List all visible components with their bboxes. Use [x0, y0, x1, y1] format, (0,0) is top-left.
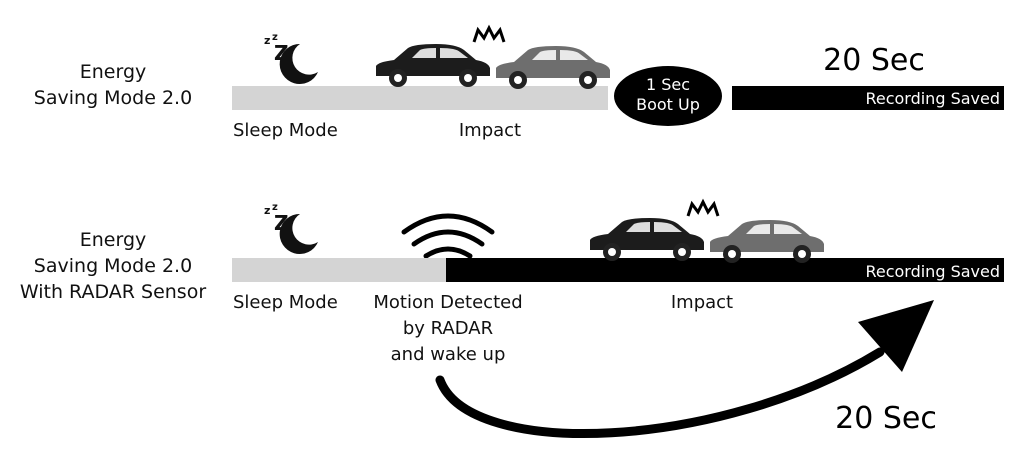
mode2-sleep-bar	[232, 258, 446, 282]
mode2-title-line1: Energy	[80, 229, 147, 251]
svg-text:z: z	[272, 202, 278, 213]
mode1-recording-bar	[732, 86, 1004, 110]
mode1-title-line2: Saving Mode 2.0	[34, 87, 192, 109]
mode2-car-front	[590, 218, 704, 261]
mode1-sleep-bar	[232, 86, 608, 110]
svg-text:z: z	[264, 34, 270, 47]
mode2-motion-line2: by RADAR	[403, 318, 493, 339]
svg-text:z: z	[272, 32, 278, 43]
mode1-boot-line2: Boot Up	[636, 95, 700, 114]
mode1-duration: 20 Sec	[823, 43, 925, 78]
mode2-sleep-icon: z z Z	[264, 202, 318, 254]
mode1-impact-label: Impact	[459, 120, 521, 141]
mode2-crash-icon	[686, 200, 720, 218]
mode2-duration: 20 Sec	[835, 401, 937, 436]
mode1-sleep-icon: z z Z	[264, 32, 318, 84]
mode1-recording-label: Recording Saved	[865, 89, 1000, 108]
mode2-motion-line3: and wake up	[391, 344, 506, 365]
mode2-recording-label: Recording Saved	[865, 262, 1000, 281]
mode2-radar-icon	[401, 213, 495, 259]
svg-text:z: z	[264, 204, 270, 217]
mode1-car-rear	[496, 46, 610, 89]
mode2-impact-label: Impact	[671, 292, 733, 313]
mode2-sleep-label: Sleep Mode	[233, 292, 338, 313]
mode2-title-line2: Saving Mode 2.0	[34, 255, 192, 277]
mode1-crash-icon	[472, 26, 506, 44]
mode2-timeline-arrow	[435, 347, 885, 438]
mode1-section: Energy Saving Mode 2.0 z z Z Sleep Mode …	[34, 26, 1004, 141]
mode2-car-rear	[710, 220, 824, 263]
mode2-section: Energy Saving Mode 2.0 With RADAR Sensor…	[20, 200, 1004, 438]
mode2-title-line3: With RADAR Sensor	[20, 281, 206, 303]
mode1-car-front	[376, 44, 490, 87]
mode2-recording-bar	[446, 258, 1004, 282]
mode1-sleep-label: Sleep Mode	[233, 120, 338, 141]
mode2-arrow-head	[858, 300, 934, 372]
mode1-boot-line1: 1 Sec	[646, 75, 690, 94]
mode1-boot-bubble	[614, 66, 722, 126]
mode1-title-line1: Energy	[80, 61, 147, 83]
mode2-motion-line1: Motion Detected	[373, 292, 522, 313]
